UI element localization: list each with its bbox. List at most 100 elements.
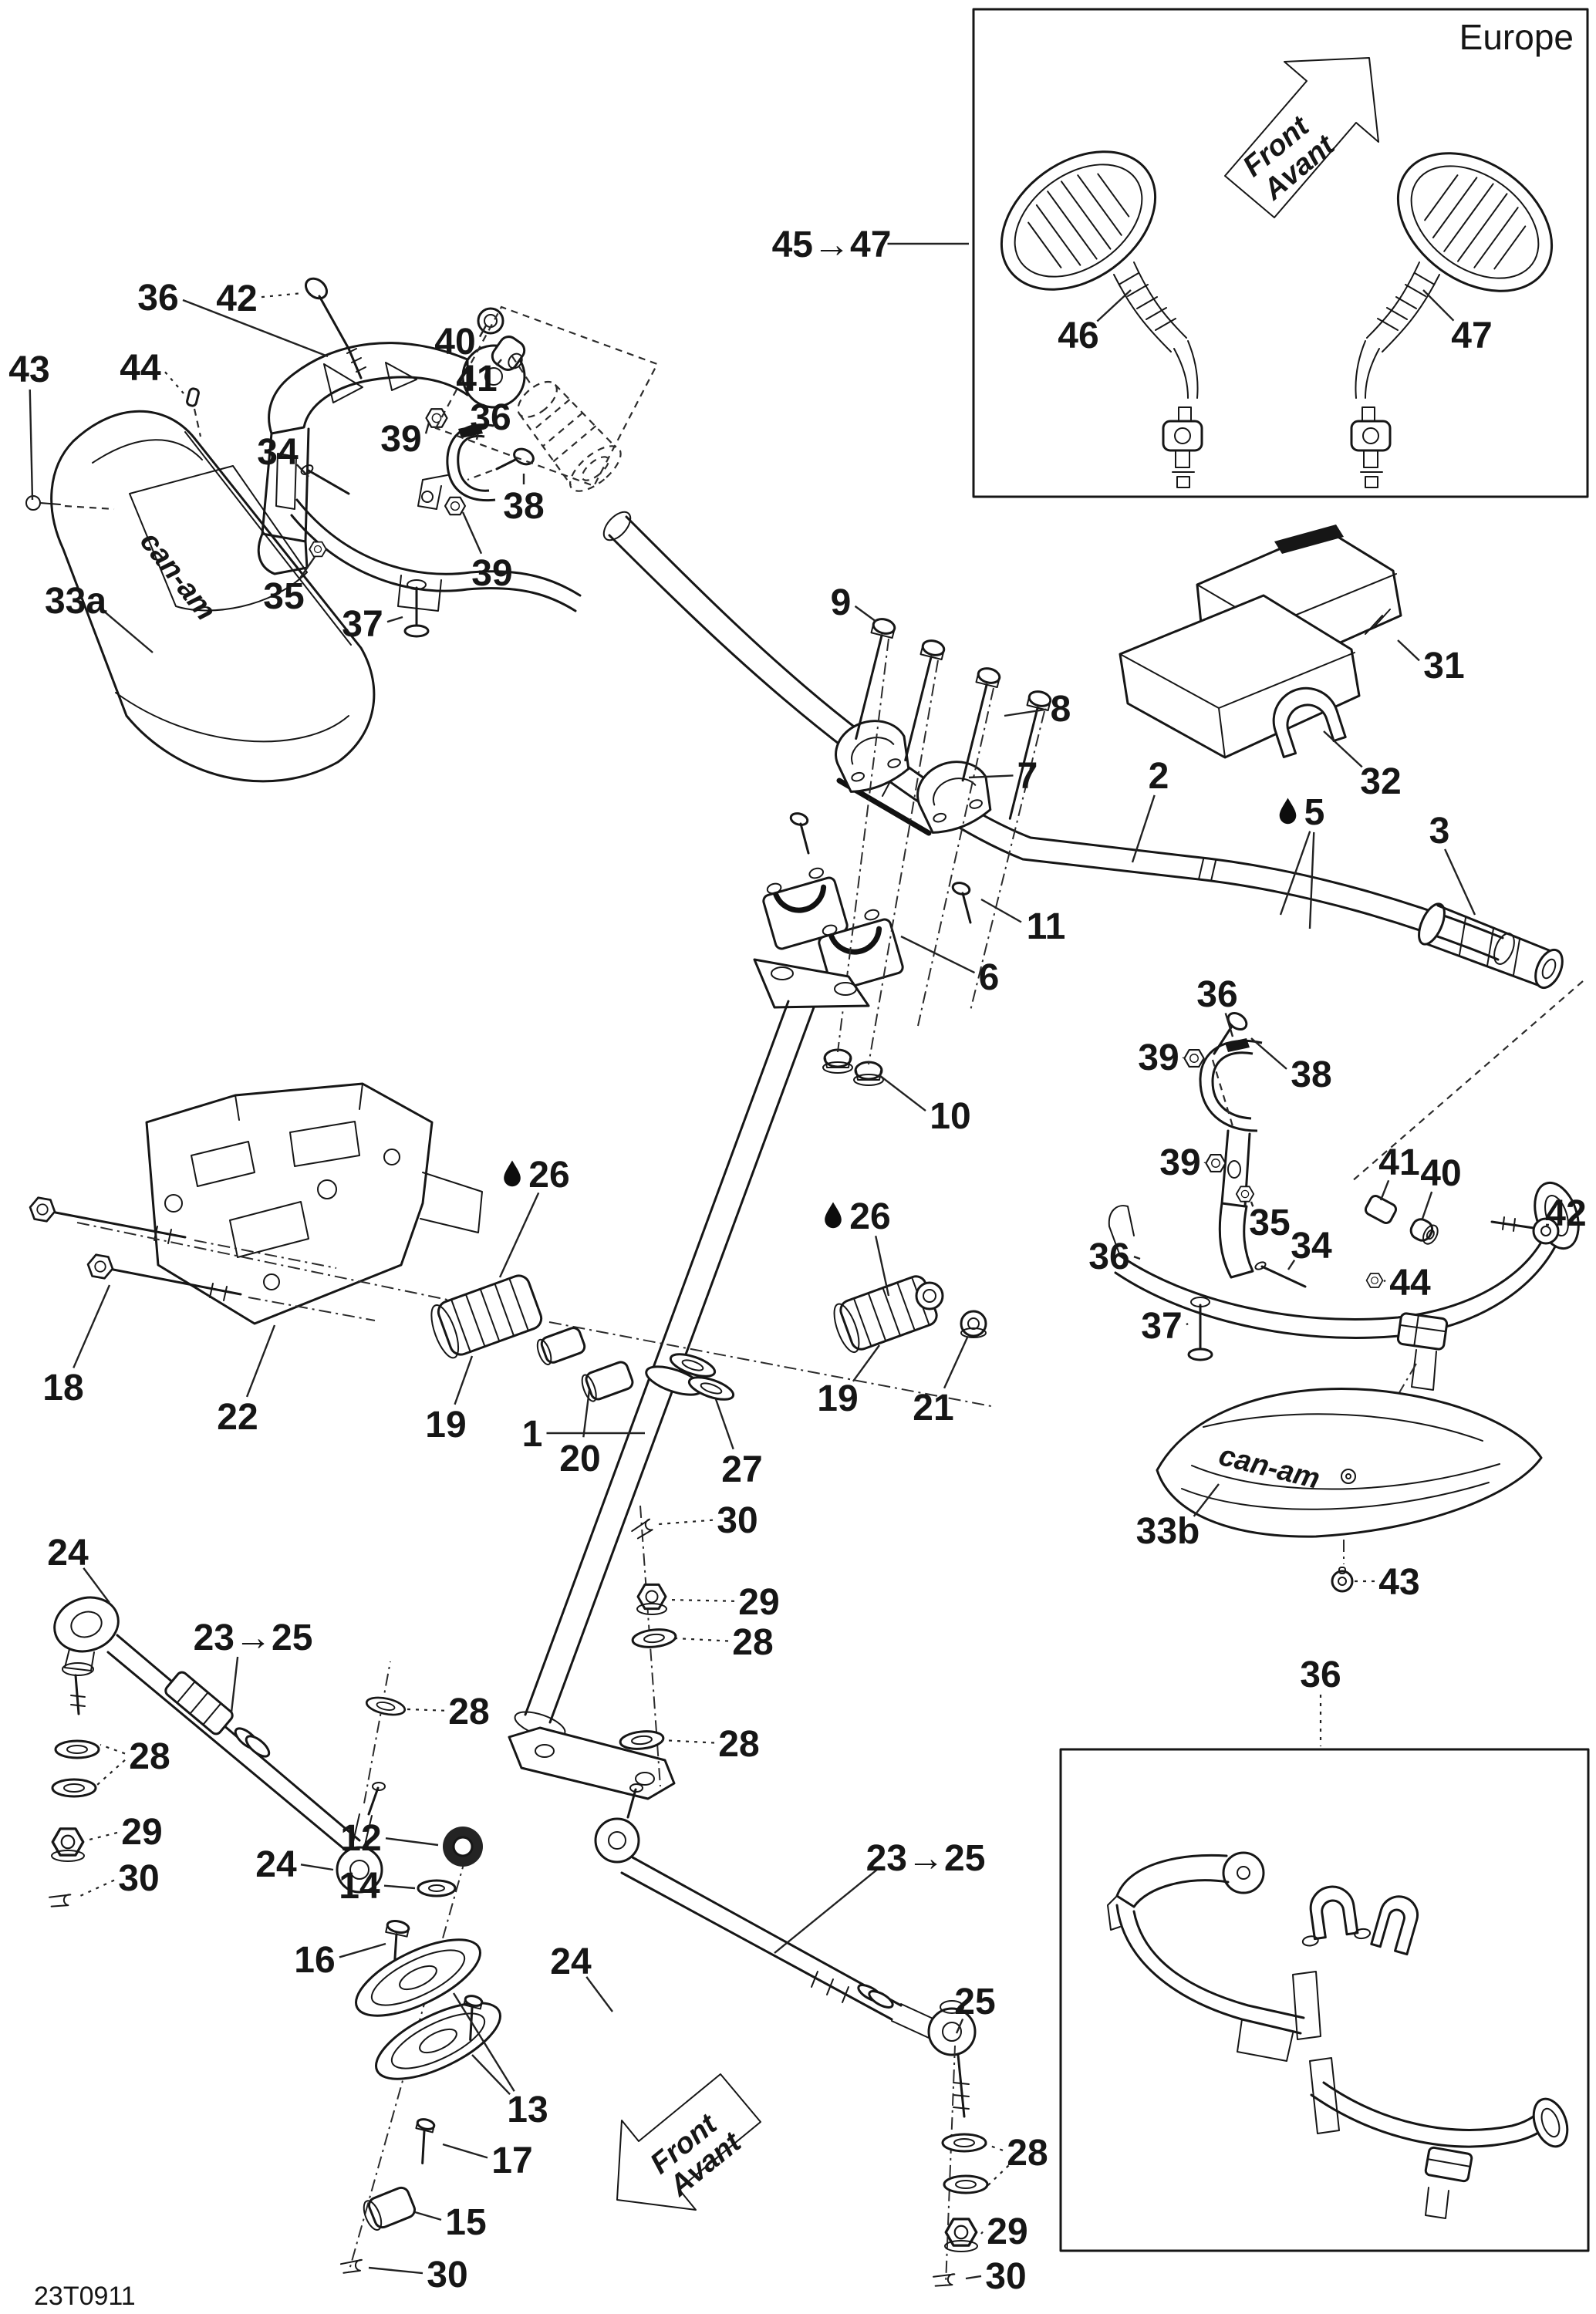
part-number-text: 39 (380, 419, 421, 460)
part-number-text: 37 (342, 604, 383, 645)
leader-line (368, 2266, 423, 2275)
part-number-text: 40 (434, 322, 475, 363)
part-label-45→47: 45→47 (772, 224, 969, 265)
leader-line (498, 1192, 540, 1278)
guard-bracket-left (25, 277, 659, 638)
part-number-text: 39 (1138, 1037, 1179, 1078)
part-number-text: 36 (1088, 1236, 1129, 1277)
flange-nut-10b (853, 1061, 884, 1086)
washer-28b (630, 1626, 678, 1651)
part-number-text: 34 (1291, 1226, 1332, 1267)
part-number-text: 44 (120, 348, 161, 389)
part-label-23→25: 23→25 (194, 1617, 312, 1713)
part-label-22: 22 (217, 1324, 276, 1438)
part-label-34: 34 (1287, 1226, 1332, 1270)
leader-line (661, 1739, 715, 1744)
leader-line (475, 433, 479, 440)
part-label-38: 38 (503, 474, 545, 527)
leader-line (987, 2164, 1010, 2187)
part-number-text: 39 (471, 553, 512, 594)
part-label-42: 42 (1545, 1193, 1586, 1234)
rod-end-outer-25 (891, 2000, 977, 2118)
leader-line (245, 1324, 276, 1398)
part-number-text: 30 (985, 2256, 1026, 2297)
leader-line (980, 2231, 984, 2235)
part-number-text: 30 (427, 2255, 467, 2295)
part-number-text: 9 (831, 582, 852, 623)
part-label-7: 7 (968, 756, 1038, 797)
part-label-37: 37 (342, 604, 403, 645)
part-number-text: 38 (1291, 1054, 1331, 1095)
leader-line (261, 292, 303, 299)
leader-line (29, 389, 34, 501)
part-number-text: 28 (448, 1692, 489, 1732)
part-number-text: 36 (1196, 974, 1237, 1015)
leader-line (424, 422, 430, 434)
part-label-40: 40 (1420, 1153, 1462, 1219)
part-label-13: 13 (452, 1992, 548, 2130)
bolt-17b (415, 2118, 436, 2164)
leader-line (667, 1598, 735, 1602)
frame-bracket-22 (27, 1082, 483, 1325)
leader-line (1133, 1256, 1141, 1260)
part-label-31: 31 (1397, 639, 1465, 686)
part-number-text: 18 (42, 1368, 83, 1408)
leader-line (585, 1976, 613, 2012)
leader-line (675, 1637, 729, 1642)
washer-14 (417, 1879, 457, 1897)
part-number-text: 17 (491, 2140, 532, 2181)
part-number-text: 31 (1423, 646, 1464, 686)
leader-line (299, 556, 315, 580)
pin-34 (300, 464, 350, 495)
part-number-text: 42 (1545, 1193, 1586, 1234)
leader-line (103, 611, 154, 653)
part-label-1: 1 (522, 1414, 645, 1455)
part-number-text: 40 (1420, 1153, 1461, 1194)
part-label-42: 42 (216, 278, 303, 319)
part-label-17: 17 (442, 2140, 533, 2181)
part-label-14: 14 (339, 1866, 416, 1907)
part-number-text: 34 (257, 432, 299, 473)
grease-droplet-icon (1279, 798, 1297, 825)
leader-line (582, 1389, 591, 1438)
bolt-37-left (403, 579, 430, 638)
part-number-text: 14 (339, 1866, 380, 1907)
part-number-text: 3 (1429, 811, 1450, 852)
part-number-text: 33a (45, 581, 106, 622)
part-label-20: 20 (559, 1389, 601, 1479)
rod-end-inner-right (594, 1783, 643, 1864)
part-number-text: 8 (1051, 689, 1071, 730)
handguard-right: can-am (1156, 1387, 1543, 1593)
part-number-text: 20 (559, 1439, 600, 1479)
part-label-44: 44 (120, 348, 184, 394)
part-label-30: 30 (79, 1858, 160, 1899)
part-number-text: 28 (129, 1736, 170, 1777)
washer-28d1 (54, 1739, 100, 1759)
part-label-6: 6 (900, 935, 999, 998)
part-number-text: 36 (137, 278, 178, 319)
pad-41 (1364, 1195, 1398, 1224)
grip-right (1418, 902, 1564, 990)
part-label-11: 11 (980, 898, 1065, 947)
bushing-12 (443, 1827, 483, 1867)
part-number-text: 29 (987, 2211, 1027, 2252)
tie-rod-left (46, 1596, 501, 2276)
mirror-right (1350, 152, 1554, 488)
clamp-19-left (430, 1274, 543, 1359)
part-number-text: 46 (1058, 315, 1098, 356)
riser-cap-1 (835, 720, 910, 793)
part-label-30: 30 (965, 2256, 1027, 2297)
leader-line (383, 1884, 416, 1890)
part-number-text: 1 (522, 1414, 543, 1455)
part-label-28: 28 (407, 1692, 490, 1732)
leader-line (100, 1743, 126, 1755)
leader-line (164, 371, 184, 394)
leader-line (1287, 1260, 1296, 1270)
spacer-20b (581, 1361, 634, 1402)
leader-line (1250, 1201, 1254, 1207)
part-number-text: 35 (263, 576, 304, 617)
part-number-text: 43 (8, 349, 49, 390)
leader-line (955, 2018, 964, 2034)
part-number-text: 24 (47, 1533, 89, 1574)
